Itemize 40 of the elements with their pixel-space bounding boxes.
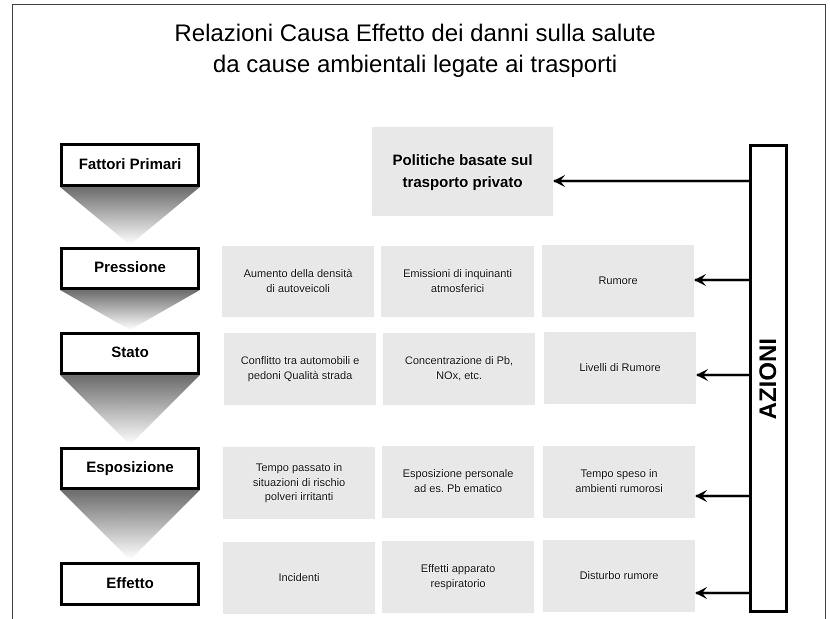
node-label: Livelli di Rumore — [579, 360, 661, 376]
node-label: Esposizione personale ad es. Pb ematico — [402, 467, 514, 497]
category-box — [543, 446, 695, 518]
arrow — [694, 274, 749, 286]
node-label: Concentrazione di Pb, NOx, etc. — [404, 354, 514, 384]
chevron-arrow — [60, 187, 200, 245]
category-box — [543, 540, 695, 612]
node-label: Conflitto tra automobili e pedoni Qualità strada — [240, 354, 360, 384]
stage-box — [60, 332, 200, 375]
node-label: Esposizione — [86, 458, 174, 478]
node-label: Politiche basate sul trasporto privato — [391, 150, 534, 192]
node-label: Tempo speso in ambienti rumorosi — [574, 467, 664, 497]
node-label: Aumento della densità di autoveicoli — [242, 266, 354, 296]
stage-box — [60, 562, 200, 606]
node-label: Emissioni di inquinanti atmosferici — [402, 266, 513, 296]
node-label: Effetti apparato respiratorio — [420, 562, 496, 592]
category-box — [544, 332, 696, 404]
node-label: Tempo passato in situazioni di rischio polveri irritanti — [252, 460, 346, 506]
chevron-arrow — [60, 290, 200, 330]
node-label: Pressione — [94, 258, 166, 278]
stage-box — [60, 247, 200, 290]
vertical-label: AZIONI — [756, 338, 780, 420]
arrow — [696, 368, 749, 382]
node-label: Fattori Primari — [78, 154, 182, 175]
stage-box — [60, 447, 200, 490]
title: Relazioni Causa Effetto dei danni sulla salute da cause ambientali legate ai trasporti — [173, 19, 657, 80]
chevron-arrow — [60, 490, 200, 560]
arrow — [552, 174, 749, 188]
node-label: Incidenti — [278, 570, 320, 586]
node-label: Rumore — [598, 274, 638, 288]
category-box — [372, 127, 553, 216]
category-box — [542, 245, 694, 317]
stage-box — [60, 143, 200, 187]
node-label: Disturbo rumore — [580, 568, 658, 584]
arrow — [694, 586, 749, 600]
arrow — [694, 490, 749, 502]
action-bar — [749, 144, 788, 613]
node-label: Effetto — [106, 574, 154, 594]
node-label: Stato — [111, 343, 149, 364]
chevron-arrow — [60, 375, 200, 445]
